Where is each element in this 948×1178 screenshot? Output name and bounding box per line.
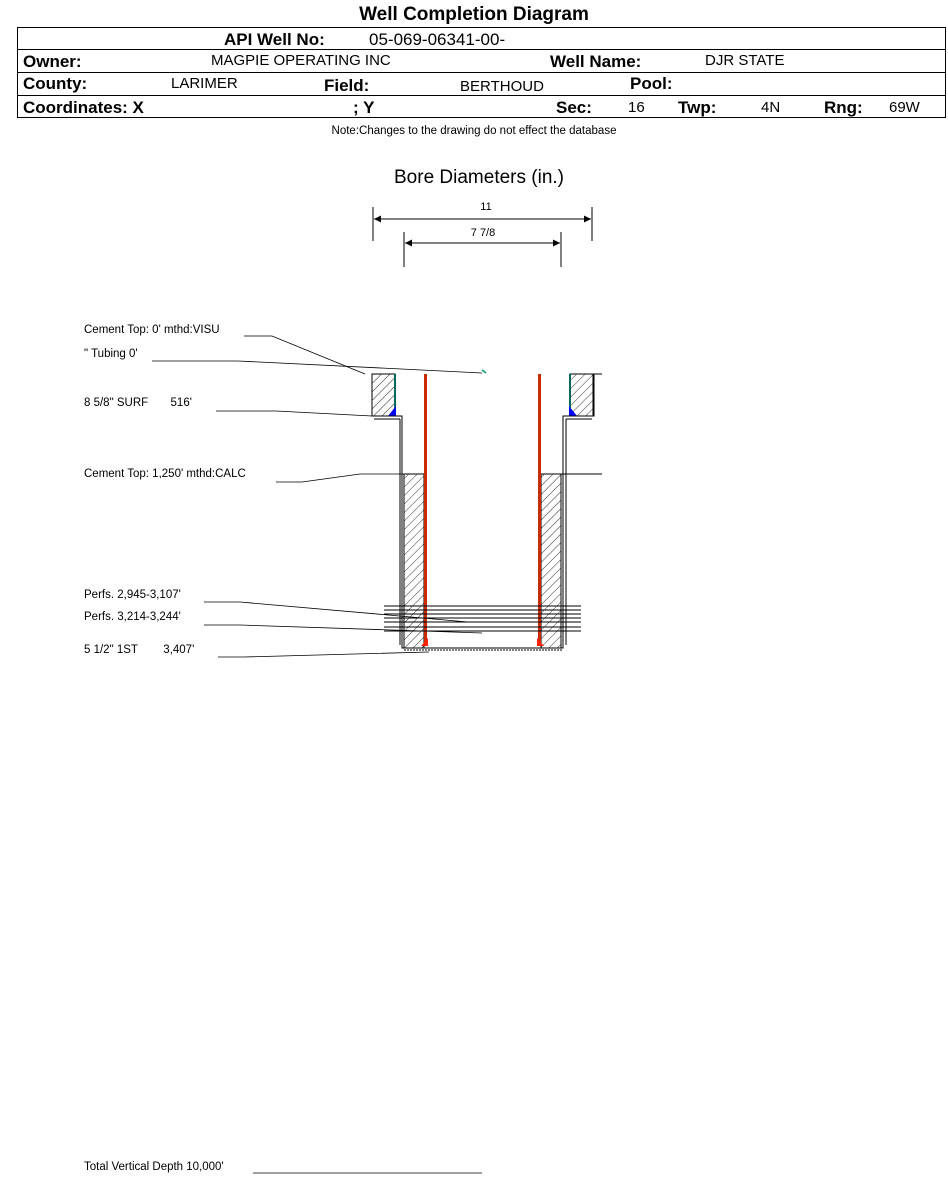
cement-top-surface-callout: Cement Top: 0' mthd:VISU <box>84 324 220 336</box>
open-hole-outline <box>372 373 602 651</box>
field-value: BERTHOUD <box>460 78 544 95</box>
bore-diameters-title: Bore Diameters (in.) <box>394 167 564 188</box>
production-casing-shoe <box>421 638 544 646</box>
surface-casing-shoe <box>388 406 577 416</box>
header-divider <box>18 72 945 73</box>
page-title: Well Completion Diagram <box>359 4 589 25</box>
callout-leaders <box>152 335 483 1174</box>
surface-casing <box>394 374 571 416</box>
surface-casing-callout: 8 5/8" SURF 516' <box>84 397 192 409</box>
county-value: LARIMER <box>171 75 238 92</box>
owner-label: Owner: <box>23 52 82 71</box>
outer-bore-dimension-line <box>372 207 593 241</box>
perforations-1-callout: Perfs. 2,945-3,107' <box>84 589 181 601</box>
county-label: County: <box>23 74 88 93</box>
inner-bore-dimension: 7 7/8 <box>470 227 496 239</box>
coordinates-x-label: Coordinates: X <box>23 98 144 117</box>
production-casing-callout: 5 1/2" 1ST 3,407' <box>84 644 195 656</box>
tubing-callout: " Tubing 0' <box>84 348 138 360</box>
well-header-table: API Well No: 05-069-06341-00- Owner: MAG… <box>17 27 946 118</box>
twp-value: 4N <box>761 99 781 116</box>
surface-cement <box>371 373 594 417</box>
header-divider <box>18 49 945 50</box>
total-vertical-depth-callout: Total Vertical Depth 10,000' <box>84 1161 224 1173</box>
pool-label: Pool: <box>630 74 673 93</box>
rng-label: Rng: <box>824 98 863 117</box>
api-label: API Well No: <box>224 30 325 49</box>
outer-bore-dimension: 11 <box>480 201 492 213</box>
well-name-label: Well Name: <box>550 52 642 71</box>
perforations-2-callout: Perfs. 3,214-3,244' <box>84 611 181 623</box>
owner-value: MAGPIE OPERATING INC <box>211 52 391 69</box>
twp-label: Twp: <box>678 98 717 117</box>
sec-label: Sec: <box>556 98 592 117</box>
sec-value: 16 <box>628 99 645 116</box>
cement-top-production-callout: Cement Top: 1,250' mthd:CALC <box>84 468 246 480</box>
well-name-value: DJR STATE <box>705 52 785 69</box>
database-note: Note:Changes to the drawing do not effec… <box>331 125 617 137</box>
header-divider <box>18 95 945 96</box>
inner-bore-dimension-line <box>403 232 562 267</box>
tubing-end-marker <box>481 369 487 374</box>
field-label: Field: <box>324 76 370 95</box>
perforations <box>384 605 581 632</box>
rng-value: 69W <box>889 99 920 116</box>
api-value: 05-069-06341-00- <box>369 30 506 49</box>
coordinates-y-label: ; Y <box>353 98 375 117</box>
production-cement <box>403 473 562 649</box>
production-casing <box>424 374 541 646</box>
